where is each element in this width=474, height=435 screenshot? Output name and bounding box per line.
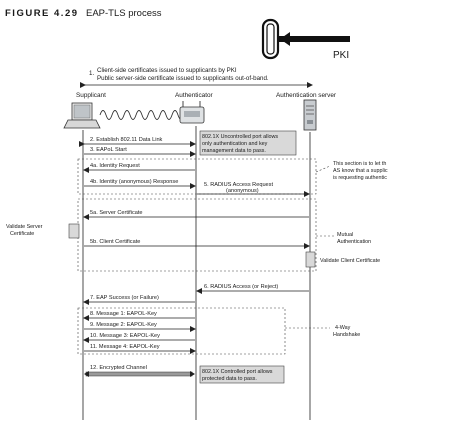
wireless-wave-icon xyxy=(99,110,185,120)
section-note-line3: is requesting authentic xyxy=(333,175,387,181)
supplicant-label: Supplicant xyxy=(76,92,106,99)
uncontrolled-port-note xyxy=(199,130,297,156)
server-label: Authentication server xyxy=(276,92,337,99)
section-note-line1: This section is to let th xyxy=(333,161,386,167)
laptop-icon xyxy=(63,102,101,129)
encrypted-channel-bar xyxy=(85,371,193,377)
validate-server-line2: Certificate xyxy=(10,231,34,237)
msg5b-label: 5b. Client Certificate xyxy=(90,239,140,245)
validate-server-line1: Validate Server xyxy=(6,224,43,230)
mutual-line2: Authentication xyxy=(337,239,371,245)
pki-label: PKI xyxy=(333,50,349,61)
validate-client-label: Validate Client Certificate xyxy=(320,258,380,264)
msg4a-label: 4a. Identity Request xyxy=(90,163,140,169)
validate-client-box xyxy=(305,251,316,268)
controlled-port-note xyxy=(199,365,285,384)
uncontrolled-line2: only authentication and key xyxy=(202,141,268,147)
msg2-label: 2. Establish 802.11 Data Link xyxy=(90,137,163,143)
access-point-icon xyxy=(179,101,205,124)
controlled-line2: protected data to pass. xyxy=(202,376,257,382)
msg9-label: 9. Message 2: EAPOL-Key xyxy=(90,322,157,328)
uncontrolled-line3: management data to pass. xyxy=(202,148,266,154)
mutual-line1: Mutual xyxy=(337,232,353,238)
msg4b-label: 4b. Identity (anonymous) Response xyxy=(90,179,178,185)
step1-line2: Public server-side certificate issued to… xyxy=(97,75,269,82)
controlled-line1: 802.1X Controlled port allows xyxy=(202,369,273,375)
msg5-label-line1: 5. RADIUS Access Request xyxy=(204,182,273,188)
section-note-line2: AS know that a supplic xyxy=(333,168,388,174)
step1-line1: Client-side certificates issued to suppl… xyxy=(97,67,237,74)
authenticator-label: Authenticator xyxy=(175,92,214,99)
handshake-line2: Handshake xyxy=(333,332,360,338)
msg11-label: 11. Message 4: EAPOL-Key xyxy=(90,344,160,350)
msg6-label: 6. RADIUS Access (or Reject) xyxy=(204,284,278,290)
msg7-label: 7. EAP Success (or Failure) xyxy=(90,295,159,301)
uncontrolled-line1: 802.1X Uncontrolled port allows xyxy=(202,134,278,140)
validate-server-box xyxy=(68,223,80,239)
server-icon xyxy=(303,99,317,131)
msg3-label: 3. EAPoL Start xyxy=(90,147,127,153)
handshake-section-box xyxy=(77,307,286,355)
msg5a-label: 5a. Server Certificate xyxy=(90,210,143,216)
msg5-label-line2: (anonymous) xyxy=(226,188,259,194)
msg12-label: 12. Encrypted Channel xyxy=(90,365,147,371)
figure-number: FIGURE 4.29 xyxy=(5,8,79,19)
step1-number: 1. xyxy=(89,70,94,77)
figure-title: EAP-TLS process xyxy=(86,8,162,19)
handshake-line1: 4-Way xyxy=(335,325,351,331)
pki-key-icon xyxy=(261,18,350,60)
msg10-label: 10. Message 3: EAPOL-Key xyxy=(90,333,160,339)
msg8-label: 8. Message 1: EAPOL-Key xyxy=(90,311,157,317)
